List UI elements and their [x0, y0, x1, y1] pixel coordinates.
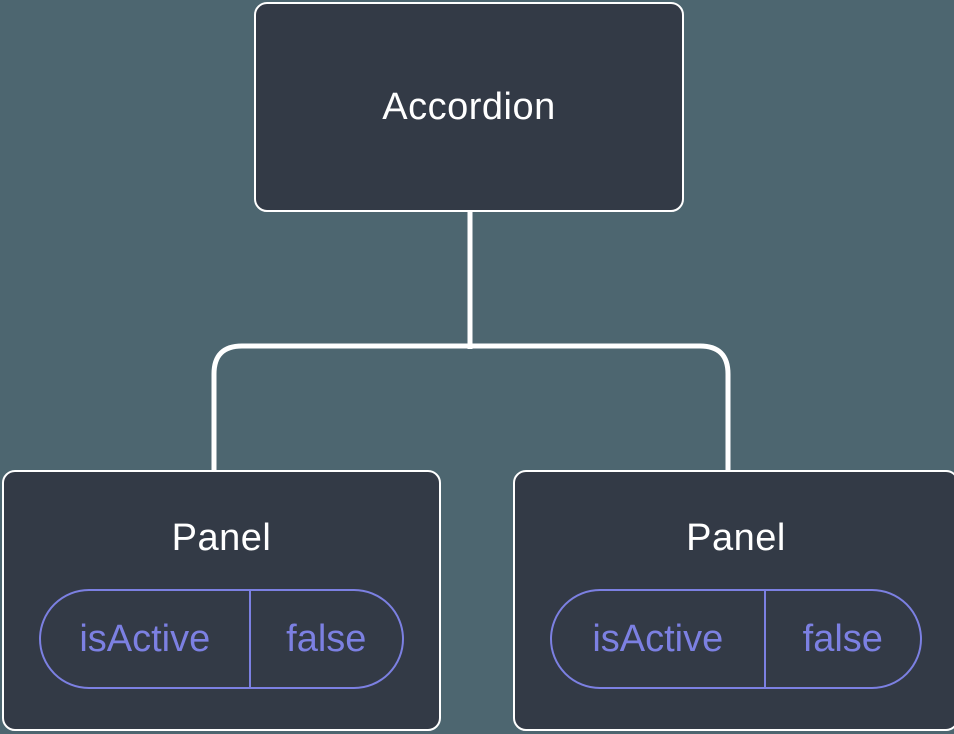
- state-name: isActive: [592, 617, 724, 660]
- panel-node-right: Panel isActive false: [513, 470, 954, 731]
- accordion-label: Accordion: [382, 85, 556, 128]
- panel-node-left: Panel isActive false: [2, 470, 441, 731]
- panel-label: Panel: [686, 517, 786, 559]
- connector-bracket: [211, 343, 731, 478]
- state-pill: isActive false: [550, 589, 922, 689]
- state-value: false: [763, 591, 920, 687]
- accordion-node: Accordion: [254, 2, 684, 212]
- state-pill: isActive false: [39, 589, 404, 689]
- state-value: false: [248, 591, 402, 687]
- panel-label: Panel: [171, 517, 272, 559]
- state-name: isActive: [79, 617, 211, 660]
